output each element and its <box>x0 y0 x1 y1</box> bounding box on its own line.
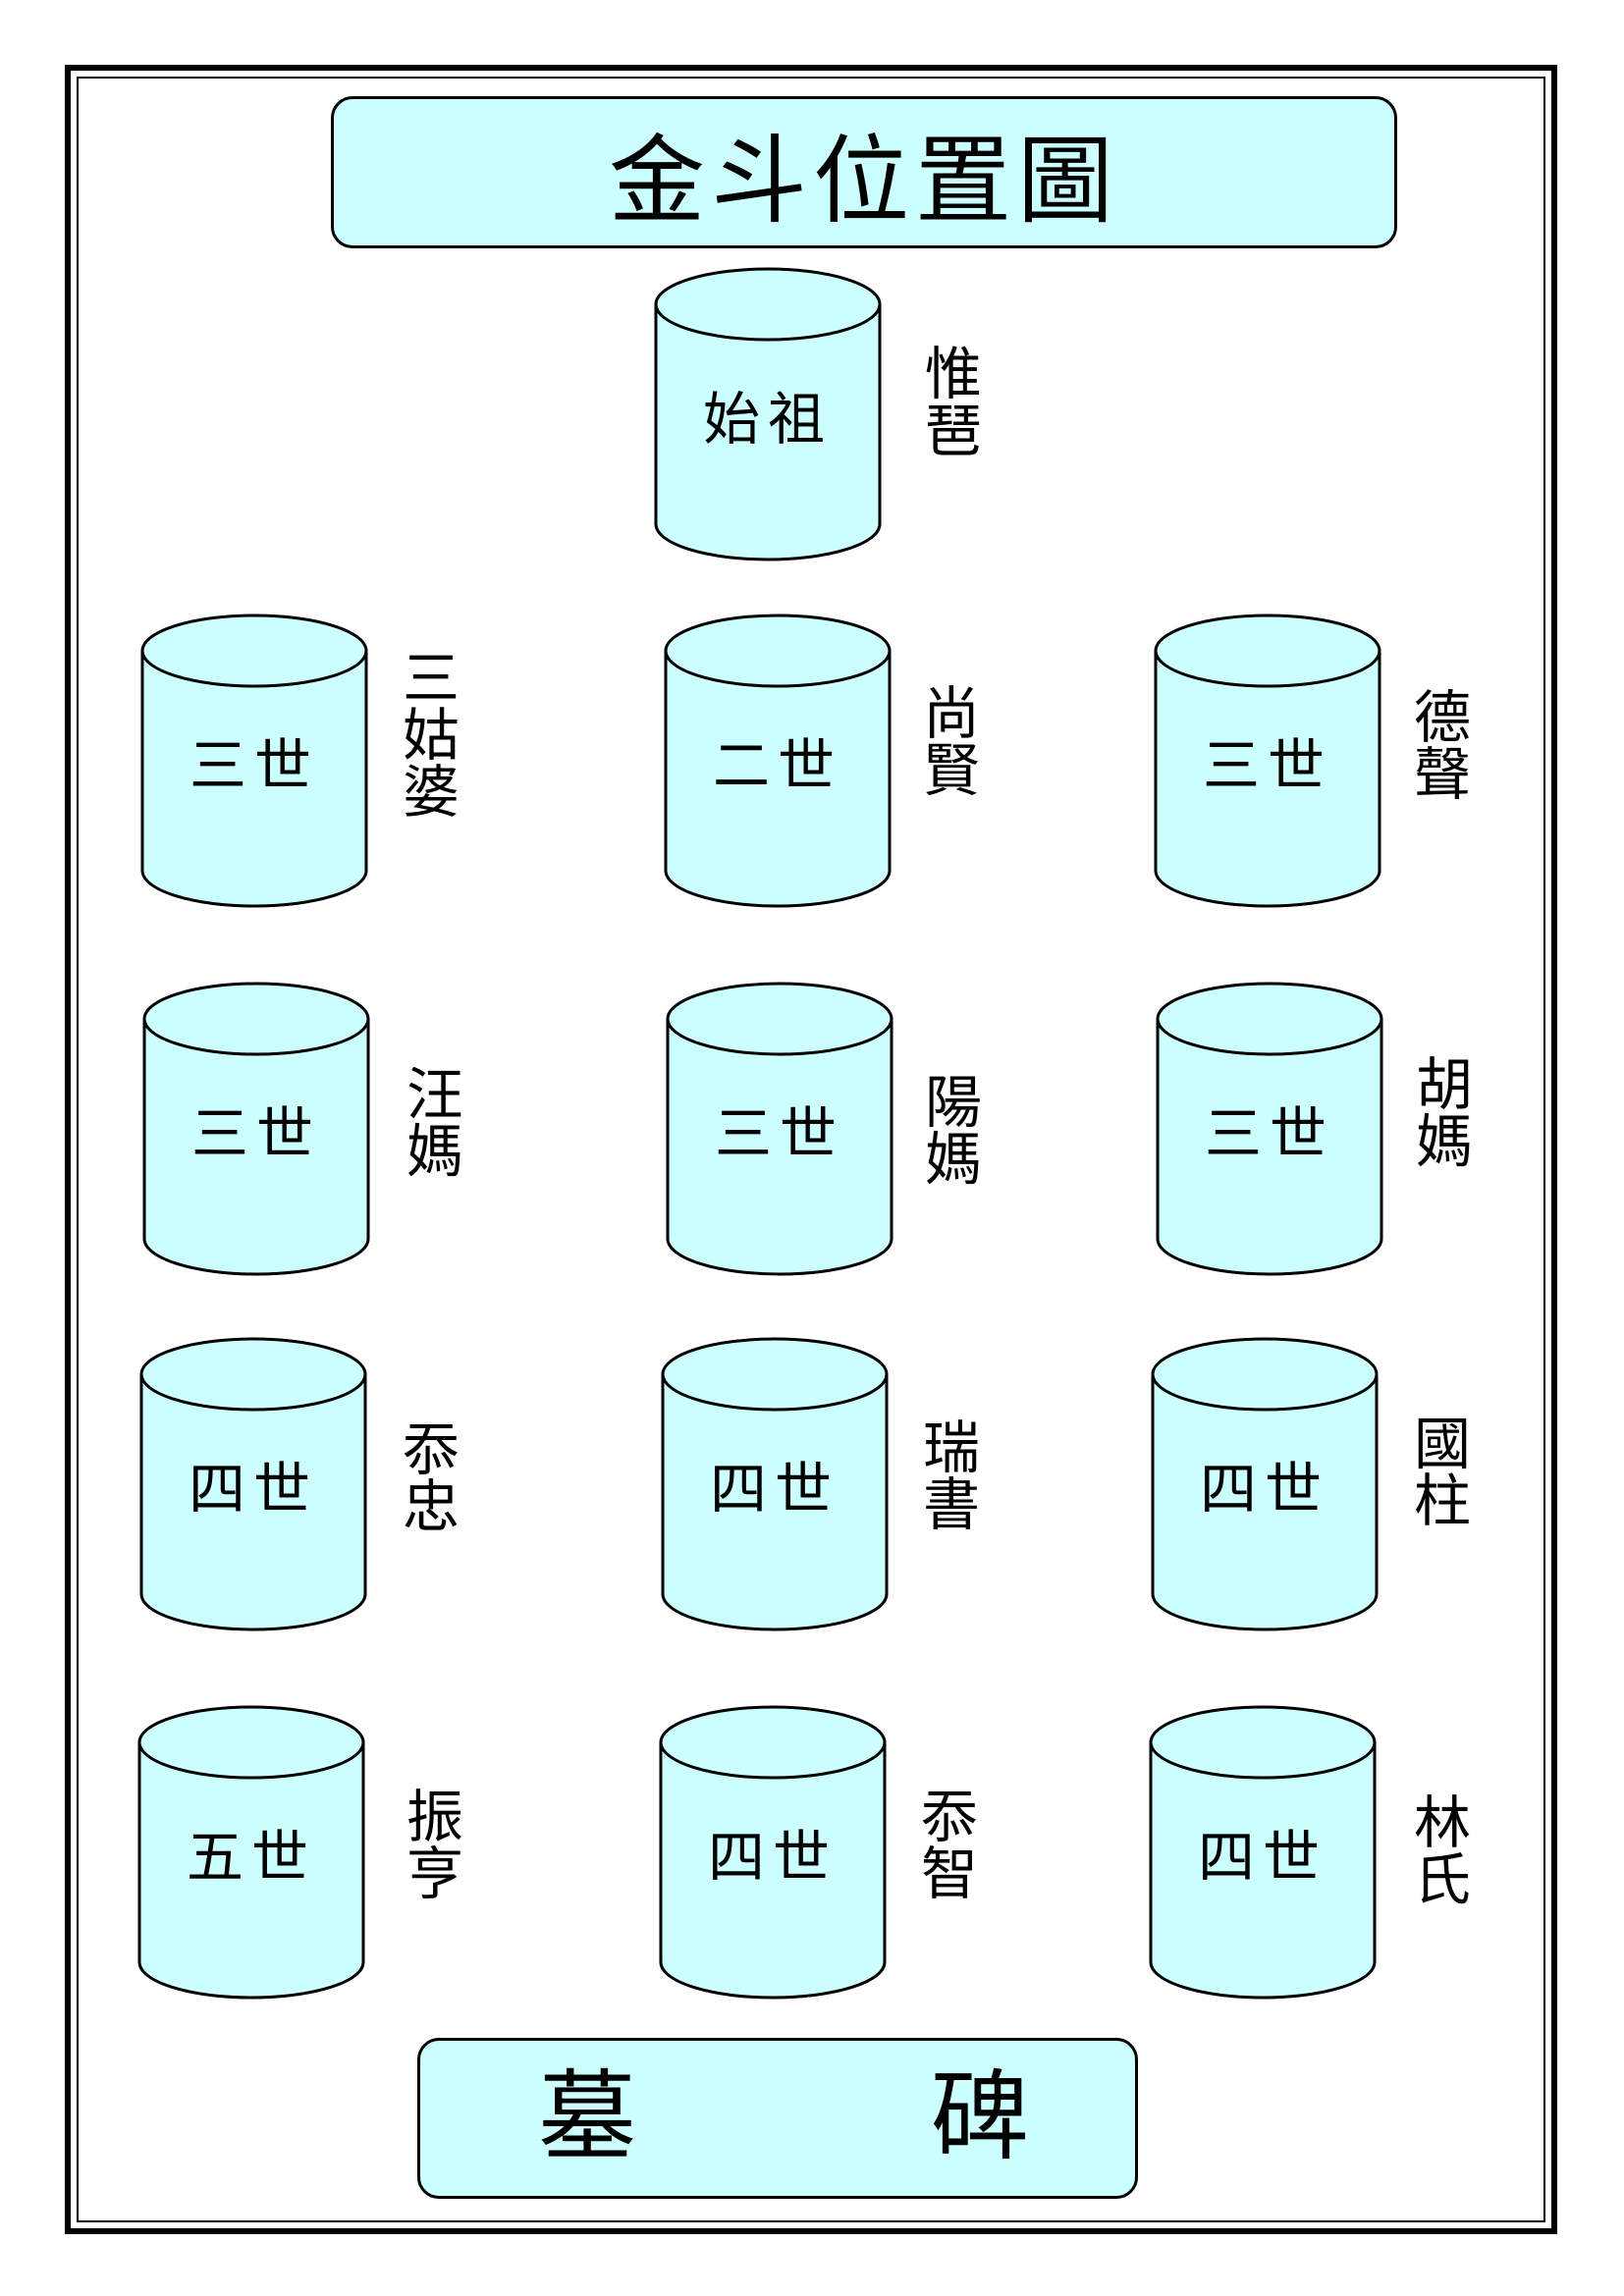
jar-shape <box>1151 1337 1379 1631</box>
jar-label: 四世 <box>188 1456 318 1522</box>
jar-label: 三世 <box>1202 732 1332 799</box>
jar-shape <box>1149 1705 1377 2000</box>
jar-label: 三世 <box>189 732 319 799</box>
jar-r1c2: 二世 <box>664 614 892 908</box>
title-box: 金斗位置圖 <box>331 96 1397 248</box>
tombstone-char-2: 碑 <box>931 2059 1029 2174</box>
jar-shape <box>664 614 892 908</box>
jar-shape <box>654 267 882 561</box>
jar-shape <box>142 982 370 1276</box>
jar-name: 林氏 <box>1404 1792 1471 1906</box>
jar-name: 瑞書 <box>913 1417 980 1531</box>
jar-shape <box>1154 614 1381 908</box>
jar-r3c2: 四世 <box>661 1337 889 1631</box>
jar-r2c3: 三世 <box>1156 982 1383 1276</box>
jar-name: 胡媽 <box>1406 1054 1473 1168</box>
jar-name: 尚賢 <box>913 683 980 797</box>
jar-label: 四世 <box>707 1824 838 1891</box>
jar-r4c2: 四世 <box>659 1705 887 2000</box>
jar-name: 汪媽 <box>397 1064 463 1178</box>
jar-r4c1: 五世 <box>137 1705 365 2000</box>
jar-name: 振亨 <box>397 1787 463 1900</box>
jar-shizu: 始祖 <box>654 267 882 561</box>
jar-shape <box>139 1337 367 1631</box>
jar-label: 始祖 <box>702 386 833 453</box>
jar-label: 四世 <box>1199 1456 1329 1522</box>
jar-r2c2: 三世 <box>666 982 893 1276</box>
outer-frame <box>65 65 1557 2234</box>
jar-label: 三世 <box>1204 1100 1334 1167</box>
jar-shape <box>137 1705 365 2000</box>
jar-r3c3: 四世 <box>1151 1337 1379 1631</box>
tombstone-box: 墓 碑 <box>417 2038 1138 2199</box>
page-title: 金斗位置圖 <box>608 125 1119 238</box>
jar-shape <box>661 1337 889 1631</box>
jar-name: 德聲 <box>1404 687 1471 801</box>
jar-label: 三世 <box>714 1100 844 1167</box>
jar-name: 惟琶 <box>915 344 982 457</box>
jar-label: 三世 <box>190 1100 321 1167</box>
jar-shape <box>140 614 368 908</box>
jar-label: 五世 <box>186 1824 316 1891</box>
jar-r4c3: 四世 <box>1149 1705 1377 2000</box>
jar-name: 陽媽 <box>915 1072 982 1186</box>
jar-name: 忝智 <box>911 1787 978 1900</box>
jar-name: 國柱 <box>1404 1414 1471 1527</box>
jar-name: 三姑婆 <box>393 648 460 819</box>
jar-name: 忝忠 <box>393 1419 460 1533</box>
jar-label: 四世 <box>1197 1824 1327 1891</box>
inner-frame <box>77 77 1545 2222</box>
jar-r1c3: 三世 <box>1154 614 1381 908</box>
jar-shape <box>659 1705 887 2000</box>
jar-r2c1: 三世 <box>142 982 370 1276</box>
jar-label: 二世 <box>712 732 842 799</box>
jar-label: 四世 <box>709 1456 839 1522</box>
jar-r1c1: 三世 <box>140 614 368 908</box>
jar-shape <box>666 982 893 1276</box>
jar-r3c1: 四世 <box>139 1337 367 1631</box>
tombstone-char-1: 墓 <box>538 2059 636 2174</box>
jar-shape <box>1156 982 1383 1276</box>
